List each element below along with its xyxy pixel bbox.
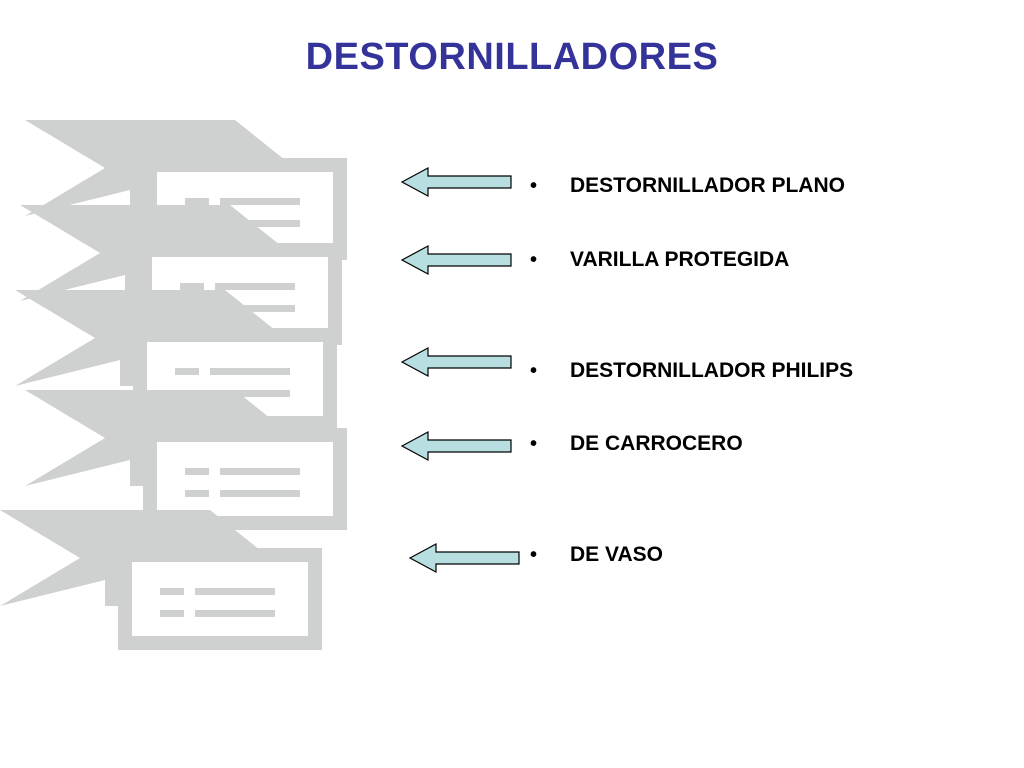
list-item-destornillador-philips: • DESTORNILLADOR PHILIPS — [530, 356, 853, 386]
bullet-icon: • — [530, 359, 538, 382]
bullet-icon: • — [530, 543, 538, 566]
list-item-varilla-protegida: • VARILLA PROTEGIDA — [530, 245, 789, 275]
list-item-label: DE CARROCERO — [570, 432, 743, 455]
list-item-de-carrocero: • DE CARROCERO — [530, 429, 743, 459]
list-item-destornillador-plano: • DESTORNILLADOR PLANO — [530, 171, 845, 201]
bullet-icon: • — [530, 432, 538, 455]
arrow-left-icon — [400, 430, 512, 462]
arrow-left-icon — [400, 244, 512, 276]
arrow-left-icon — [400, 346, 512, 378]
list-item-label: DE VASO — [570, 543, 663, 566]
list-item-label: VARILLA PROTEGIDA — [570, 248, 790, 271]
document-placeholder-icon — [0, 120, 347, 650]
list-item-label: DESTORNILLADOR PHILIPS — [570, 359, 854, 382]
arrow-left-icon — [400, 166, 512, 198]
bullet-icon: • — [530, 174, 538, 197]
slide-title: DESTORNILLADORES — [305, 36, 719, 78]
list-item-label: DESTORNILLADOR PLANO — [570, 174, 845, 197]
list-item-de-vaso: • DE VASO — [530, 540, 663, 570]
arrow-left-icon — [408, 542, 520, 574]
bullet-icon: • — [530, 248, 538, 271]
